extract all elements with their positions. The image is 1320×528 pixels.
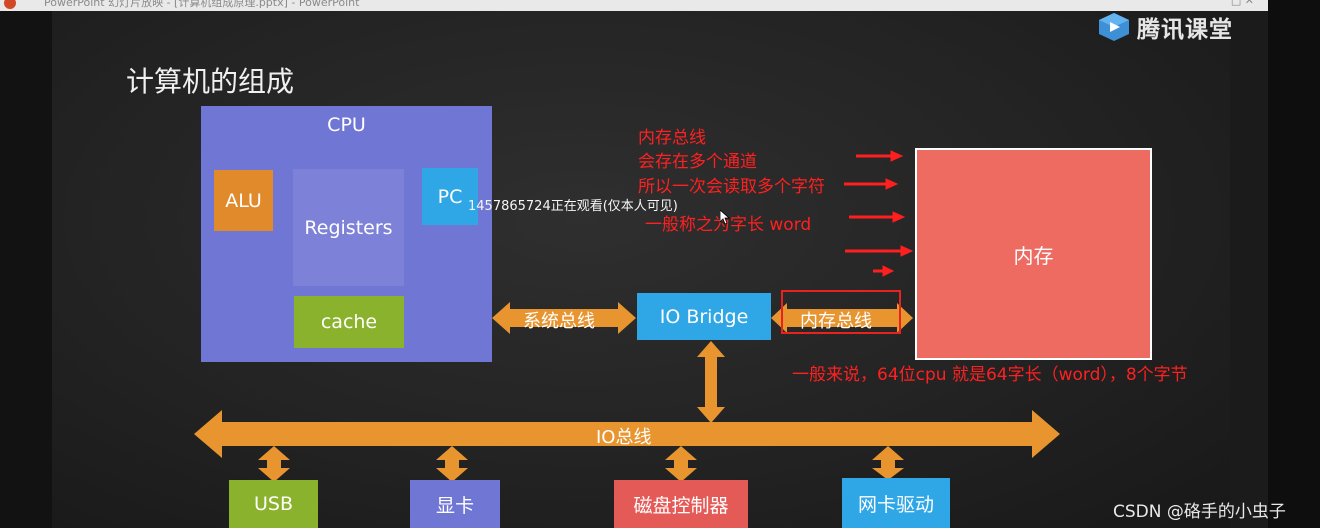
mouse-cursor-icon: [720, 210, 730, 224]
annotation-line-2: 会存在多个通道: [638, 152, 757, 172]
disk-connector-arrow: [665, 446, 697, 482]
tencent-classroom-logo: 腾讯课堂: [1097, 10, 1233, 44]
registers-block: Registers: [293, 169, 404, 286]
memory-bus-arrow: [771, 303, 913, 333]
bridge-vertical-arrow: [697, 341, 725, 423]
annotation-line-4: 一般称之为字长 word: [645, 215, 812, 235]
viewer-notice: 1457865724正在观看(仅本人可见): [468, 199, 678, 214]
nic-driver-device: 网卡驱动: [842, 478, 950, 528]
io-bus-label: IO总线: [596, 427, 652, 448]
memory-bus-highlight: [781, 290, 901, 334]
system-bus-arrow: [492, 302, 636, 334]
watermark-footer: CSDN @硌手的小虫子: [1113, 502, 1286, 522]
memory-block: 内存: [915, 148, 1152, 360]
usb-device: USB: [229, 480, 318, 528]
annotation-bottom-note: 一般来说，64位cpu 就是64字长（word），8个字节: [792, 365, 1188, 385]
logo-text: 腾讯课堂: [1137, 17, 1233, 43]
system-bus-label: 系统总线: [523, 311, 595, 332]
alu-block: ALU: [214, 170, 273, 231]
right-margin: [1268, 0, 1320, 528]
gpu-connector-arrow: [436, 446, 468, 482]
cache-block: cache: [294, 296, 404, 348]
powerpoint-icon: [4, 0, 16, 9]
nic-connector-arrow: [872, 446, 904, 480]
memory-bus-label: 内存总线: [800, 311, 872, 332]
io-bridge-block: IO Bridge: [637, 293, 771, 340]
annotation-line-3: 所以一次会读取多个字符: [638, 177, 825, 197]
window-controls[interactable]: □ ✕: [1230, 0, 1254, 7]
pc-block: PC: [422, 168, 478, 225]
window-title-bar: PowerPoint 幻灯片放映 - [计算机组成原理.pptx] - Powe…: [0, 0, 1268, 11]
left-margin: [0, 11, 52, 528]
gpu-device: 显卡: [410, 480, 500, 528]
disk-controller-device: 磁盘控制器: [614, 480, 748, 528]
window-title: PowerPoint 幻灯片放映 - [计算机组成原理.pptx] - Powe…: [44, 0, 360, 9]
slide-title: 计算机的组成: [126, 65, 295, 98]
annotation-line-1: 内存总线: [638, 128, 706, 148]
play-cube-icon: [1099, 13, 1129, 41]
cpu-label: CPU: [327, 114, 366, 136]
io-bus-arrow: [194, 410, 1060, 458]
usb-connector-arrow: [258, 446, 290, 482]
